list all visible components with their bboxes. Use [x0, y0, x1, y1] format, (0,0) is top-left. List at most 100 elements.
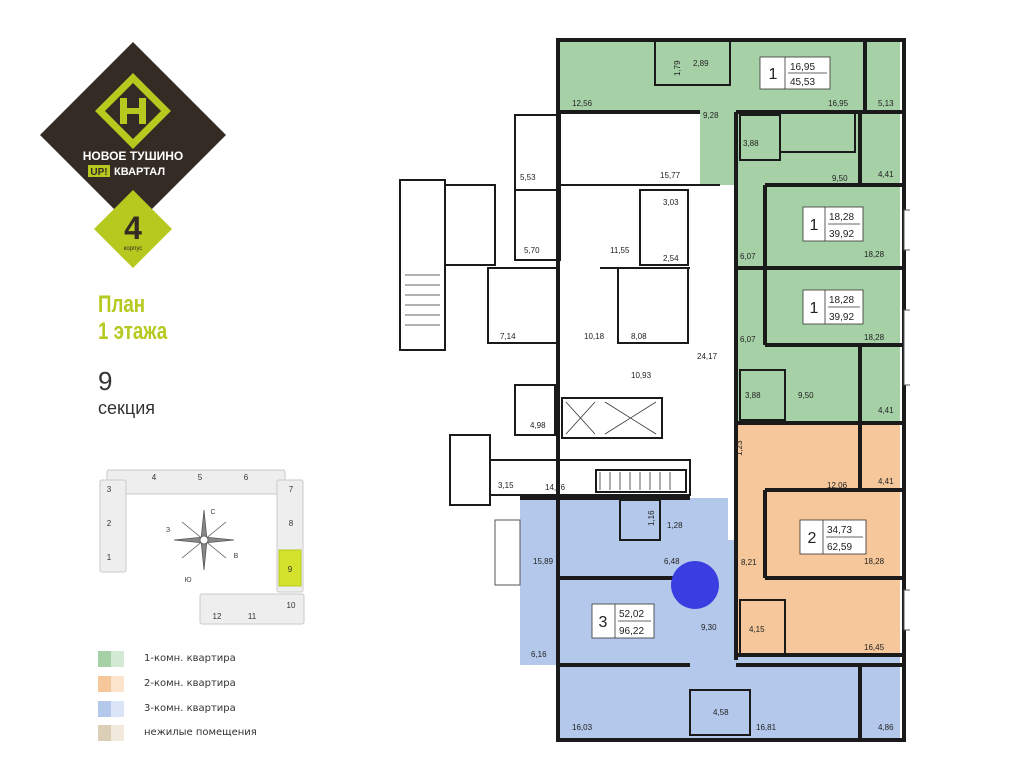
keymap-section-8: 8 [289, 519, 294, 528]
room-area: 5,53 [520, 173, 536, 182]
room-area: 8,08 [631, 332, 647, 341]
room-area: 1,23 [735, 440, 744, 456]
building-number: 4 [124, 210, 142, 246]
room-area: 4,41 [878, 477, 894, 486]
room-area: 9,50 [798, 391, 814, 400]
plan-title-line2: 1 этажа [98, 318, 168, 345]
apartment-total-area: 39,92 [829, 312, 854, 323]
legend-item-3room: 3-комн. квартира [98, 701, 298, 721]
logo-up-badge: UP! [90, 167, 107, 178]
apartment-badge-e[interactable]: 3 52,02 96,22 [591, 603, 655, 639]
keymap-section-9: 9 [288, 565, 293, 574]
plan-title: План 1 этажа [98, 291, 167, 345]
room-area: 7,14 [500, 332, 516, 341]
room-area: 18,28 [864, 250, 885, 259]
legend-label: 3-комн. квартира [144, 703, 236, 714]
keymap-section-5: 5 [198, 473, 203, 482]
apartment-living-area: 18,28 [829, 295, 854, 306]
location-marker[interactable] [671, 561, 719, 609]
room-area: 10,18 [584, 332, 605, 341]
room-area: 4,41 [878, 406, 894, 415]
keymap-section-11: 11 [248, 612, 257, 621]
room-area: 8,21 [741, 558, 757, 567]
legend-item-2room: 2-комн. квартира [98, 676, 298, 696]
keymap-section-6: 6 [244, 473, 249, 482]
apartment-living-area: 18,28 [829, 212, 854, 223]
room-area-labels: 12,56 1,79 2,89 9,28 16,95 5,13 5,53 15,… [498, 59, 894, 732]
compass-south: Ю [184, 577, 191, 584]
compass-north: С [210, 509, 215, 516]
room-area: 2,54 [663, 254, 679, 263]
room-area: 18,28 [864, 557, 885, 566]
apartment-rooms: 1 [810, 300, 819, 317]
room-area: 6,48 [664, 557, 680, 566]
keymap-section-3: 3 [107, 485, 112, 494]
keymap-section-7: 7 [289, 485, 294, 494]
room-area: 3,88 [745, 391, 761, 400]
room-area: 16,45 [864, 643, 885, 652]
room-area: 2,89 [693, 59, 709, 68]
room-area: 1,16 [647, 510, 656, 526]
apartment-badge-d[interactable]: 2 34,73 62,59 [799, 519, 867, 555]
section-number: 9 [98, 366, 113, 396]
room-area: 3,03 [663, 198, 679, 207]
apartment-badge-b[interactable]: 1 18,28 39,92 [802, 206, 864, 242]
room-area: 9,50 [832, 174, 848, 183]
room-area: 4,86 [878, 723, 894, 732]
legend-item-nonresidential: нежилые помещения [98, 725, 298, 745]
room-area: 11,55 [610, 246, 630, 255]
room-area: 5,13 [878, 99, 894, 108]
room-area: 6,07 [740, 335, 756, 344]
room-area: 6,07 [740, 252, 756, 261]
walls [520, 38, 906, 742]
apartment-badge-c[interactable]: 1 18,28 39,92 [802, 289, 864, 325]
room-area: 4,98 [530, 421, 546, 430]
room-area: 16,81 [756, 723, 777, 732]
floor-plan: 12,56 1,79 2,89 9,28 16,95 5,13 5,53 15,… [399, 38, 910, 742]
section-label: секция [98, 398, 155, 418]
room-area: 16,95 [828, 99, 849, 108]
balconies [494, 209, 910, 631]
keymap-section-1: 1 [107, 553, 112, 562]
apartment-total-area: 62,59 [827, 542, 852, 553]
room-area: 1,79 [673, 60, 682, 76]
compass-west: З [166, 527, 170, 534]
apartment-total-area: 39,92 [829, 229, 854, 240]
room-area: 18,28 [864, 333, 885, 342]
inner-walls [399, 39, 856, 736]
room-area: 9,30 [701, 623, 717, 632]
room-area: 24,17 [697, 352, 718, 361]
apartment-living-area: 16,95 [790, 62, 815, 73]
apartment-b-zone[interactable] [736, 112, 900, 268]
legend-label: нежилые помещения [144, 727, 257, 738]
room-area: 16,03 [572, 723, 593, 732]
room-area: 15,89 [533, 557, 554, 566]
logo-line1: НОВОЕ ТУШИНО [83, 149, 184, 163]
room-area: 4,15 [749, 625, 765, 634]
apartment-rooms: 3 [599, 614, 608, 631]
apartment-e-zone[interactable] [520, 498, 900, 740]
apartment-rooms: 1 [810, 217, 819, 234]
compass-rose-icon [173, 509, 235, 571]
legend-item-1room: 1-комн. квартира [98, 651, 298, 671]
keymap-section-12: 12 [213, 612, 222, 621]
stairs-icon [405, 274, 671, 490]
building-key-map: 1 2 3 4 5 6 7 8 9 10 11 12 С З В Ю [99, 469, 305, 625]
logo-emblem-icon [95, 73, 171, 149]
apartment-badge-a[interactable]: 1 16,95 45,53 [759, 56, 831, 90]
room-area: 15,77 [660, 171, 681, 180]
room-area: 9,28 [703, 111, 719, 120]
keymap-section-4: 4 [152, 473, 157, 482]
room-area: 4,58 [713, 708, 729, 717]
apartment-living-area: 34,73 [827, 525, 852, 536]
elevator-icon [565, 401, 657, 435]
apartment-rooms: 1 [769, 66, 778, 83]
room-area: 6,16 [531, 650, 547, 659]
room-area: 1,28 [667, 521, 683, 530]
keymap-section-10: 10 [287, 601, 296, 610]
keymap-section-2: 2 [107, 519, 112, 528]
compass-east: В [234, 553, 239, 560]
apartment-rooms: 2 [808, 530, 817, 547]
legend-label: 1-комн. квартира [144, 653, 236, 664]
room-area: 4,41 [878, 170, 894, 179]
